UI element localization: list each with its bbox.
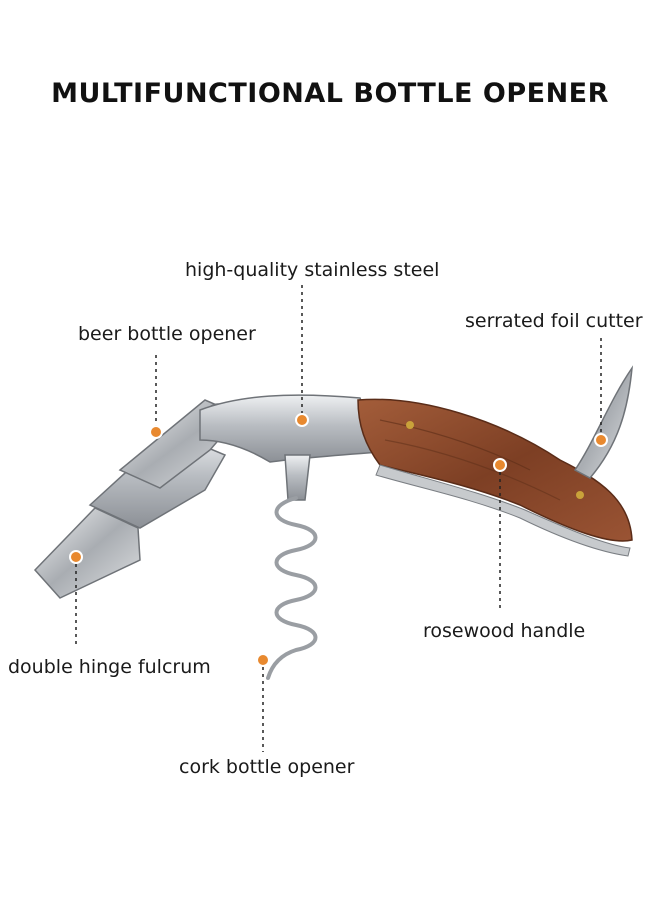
marker-stainless-steel (295, 413, 309, 427)
marker-beer-opener (149, 425, 163, 439)
label-cork-opener: cork bottle opener (179, 756, 355, 778)
label-rosewood-handle: rosewood handle (423, 620, 586, 642)
rosewood-handle (357, 398, 633, 557)
worm-bracket (284, 454, 311, 501)
label-foil-cutter: serrated foil cutter (465, 310, 643, 332)
label-beer-opener: beer bottle opener (78, 323, 256, 345)
foil-cutter-blade (573, 365, 634, 479)
steel-body (199, 394, 382, 463)
label-double-hinge: double hinge fulcrum (8, 656, 211, 678)
corkscrew-spiral (266, 496, 318, 680)
marker-foil-cutter (594, 433, 608, 447)
label-stainless-steel: high-quality stainless steel (185, 259, 440, 281)
page-title: MULTIFUNCTIONAL BOTTLE OPENER (51, 78, 609, 109)
marker-double-hinge (69, 550, 83, 564)
marker-cork-opener (256, 653, 270, 667)
marker-rosewood-handle (493, 458, 507, 472)
